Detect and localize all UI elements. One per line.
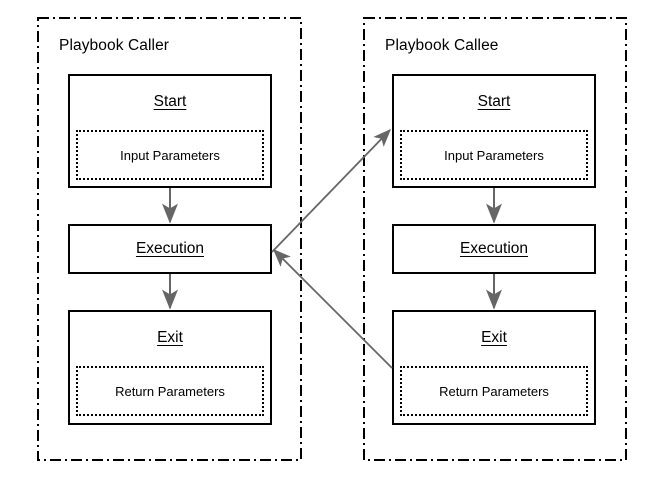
param-box-caller-input-parameters: Input Parameters	[76, 130, 264, 180]
node-title-callee-execution: Execution	[459, 240, 529, 257]
node-callee-execution[interactable]: Execution	[392, 224, 596, 274]
lane-title-callee: Playbook Callee	[385, 37, 499, 54]
param-label-callee-return-parameters: Return Parameters	[439, 383, 549, 399]
param-label-caller-return-parameters: Return Parameters	[115, 383, 225, 399]
node-title-caller-start: Start	[153, 93, 187, 110]
node-title-caller-execution: Execution	[135, 240, 205, 257]
param-box-callee-return-parameters: Return Parameters	[400, 366, 588, 416]
lane-playbook-callee: Playbook Callee Start Input Parameters E…	[363, 17, 627, 461]
param-label-callee-input-parameters: Input Parameters	[444, 147, 544, 163]
param-box-callee-input-parameters: Input Parameters	[400, 130, 588, 180]
lane-playbook-caller: Playbook Caller Start Input Parameters E…	[37, 17, 302, 461]
node-title-caller-exit: Exit	[157, 329, 183, 346]
node-title-callee-exit: Exit	[481, 329, 507, 346]
param-label-caller-input-parameters: Input Parameters	[120, 147, 220, 163]
param-box-caller-return-parameters: Return Parameters	[76, 366, 264, 416]
node-caller-execution[interactable]: Execution	[68, 224, 272, 274]
node-title-callee-start: Start	[477, 93, 511, 110]
lane-title-caller: Playbook Caller	[59, 37, 170, 54]
